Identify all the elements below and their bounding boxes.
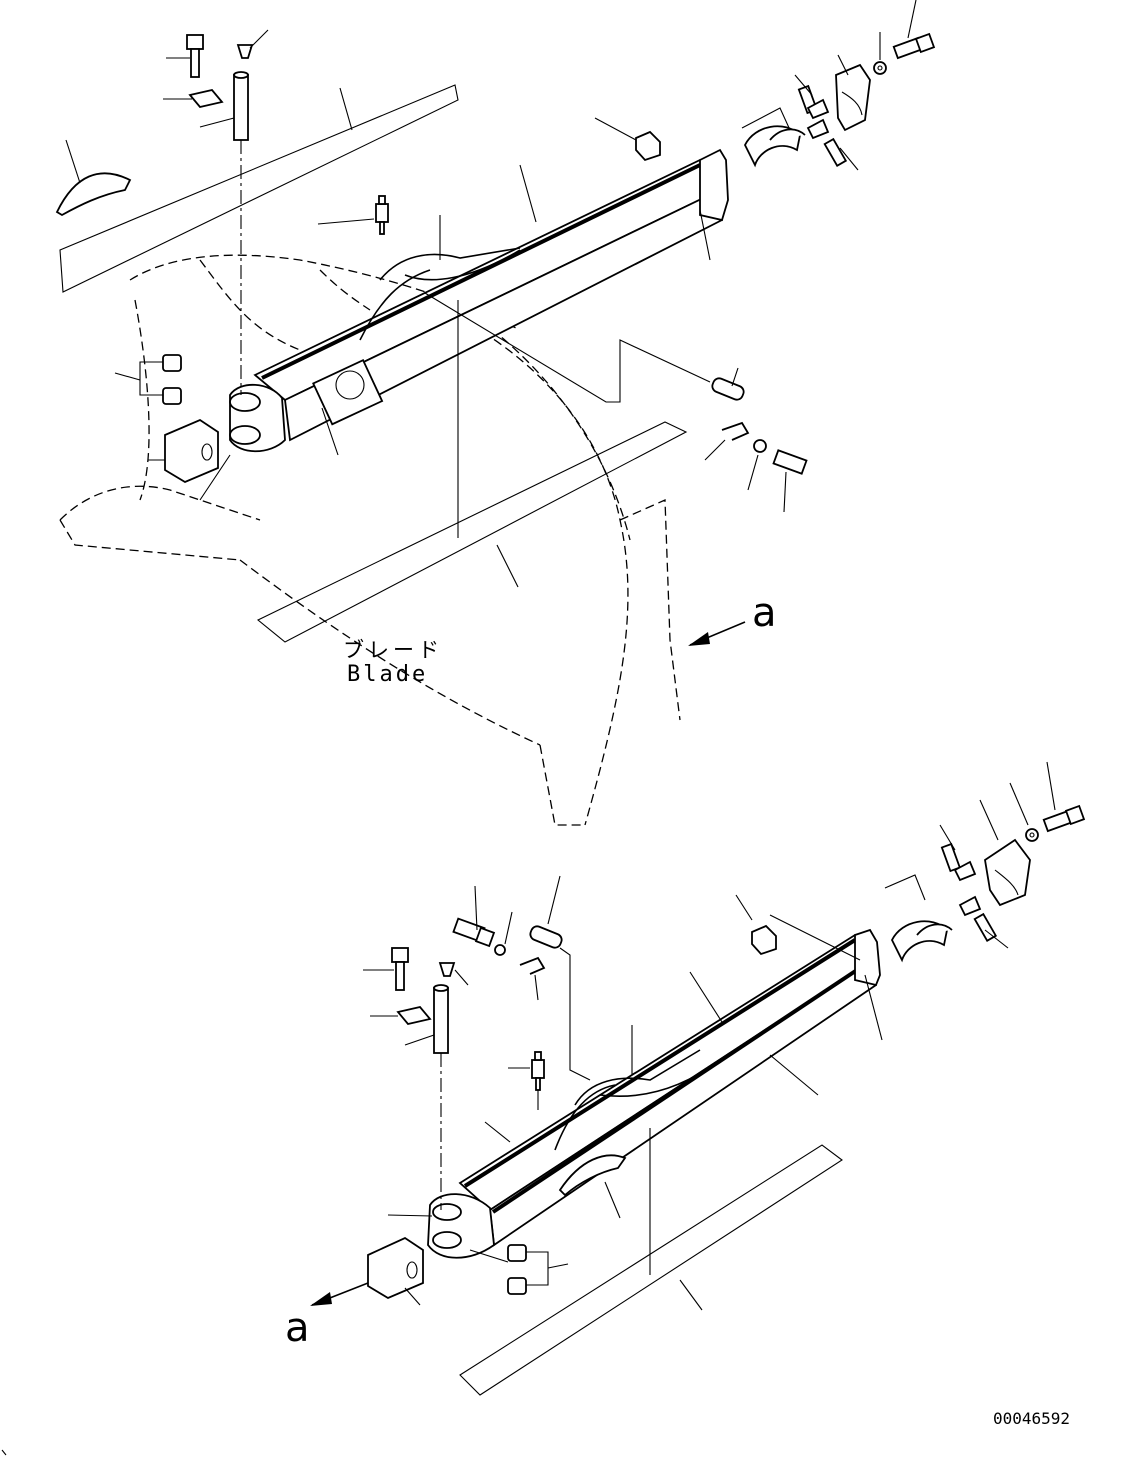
grease-fitting-lower	[508, 1051, 545, 1110]
arrow-icon	[688, 621, 746, 646]
block-upper-left	[148, 418, 219, 484]
leaders-lower	[387, 914, 861, 1311]
grease-fitting-upper	[317, 195, 389, 235]
bushings-upper-left	[114, 354, 182, 405]
cap-upper-left	[55, 139, 132, 217]
view-marker-top: a	[752, 590, 777, 636]
corner-mark	[1, 1449, 7, 1456]
plate-upper-back	[59, 84, 459, 293]
plate-upper-front	[256, 421, 688, 643]
hardware-upper-right	[594, 0, 936, 171]
frame-arm-lower	[427, 928, 881, 1259]
blade-label-english: Blade	[347, 662, 429, 687]
arrow-icon	[310, 1282, 369, 1306]
leaders-upper	[199, 87, 711, 588]
pin-upper-vertical	[233, 71, 249, 395]
frame-arm-upper	[229, 148, 729, 453]
hardware-lower-right	[735, 761, 1086, 1041]
lower-assembly	[310, 761, 1086, 1396]
hardware-upper-left	[163, 29, 269, 128]
blade-label-japanese: ブレード	[343, 638, 443, 662]
block-lower	[367, 1236, 424, 1306]
upper-assembly	[55, 0, 936, 826]
view-marker-bottom: a	[285, 1305, 310, 1351]
hardware-upper-mid-right	[704, 367, 808, 513]
drawing-number: 00046592	[993, 1409, 1071, 1428]
plate-lower	[459, 1144, 843, 1396]
bushings-lower	[469, 1244, 569, 1295]
hardware-lower-left	[363, 875, 591, 1081]
pin-lower-vertical	[433, 984, 449, 1210]
